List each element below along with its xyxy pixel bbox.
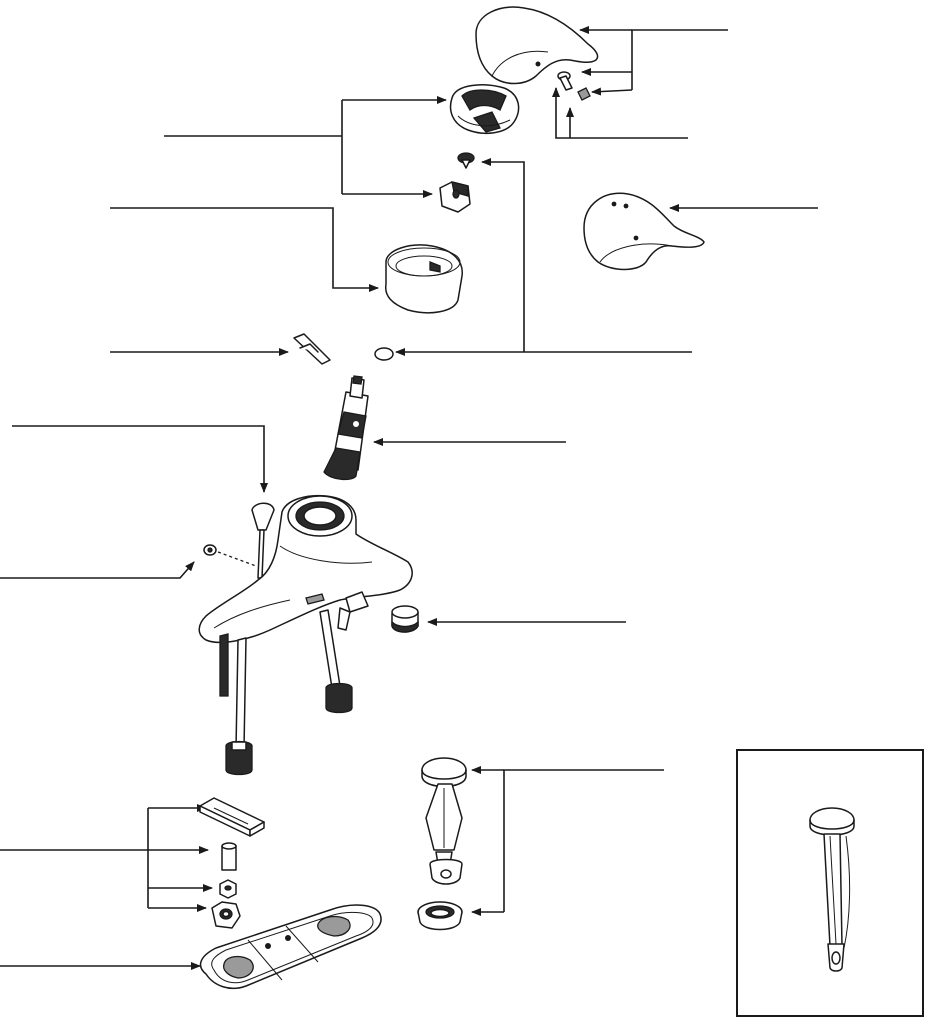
handle-set-screw bbox=[577, 87, 591, 101]
lift-rod-washer bbox=[203, 544, 257, 567]
deck-gasket bbox=[199, 904, 382, 990]
small-nut bbox=[219, 879, 237, 899]
supply-line-right bbox=[319, 609, 353, 714]
o-ring bbox=[374, 347, 394, 361]
leader-screw-long bbox=[481, 158, 525, 352]
cartridge bbox=[323, 375, 369, 481]
inset-box bbox=[736, 749, 924, 1017]
aerator bbox=[391, 605, 419, 633]
cap-ring bbox=[384, 244, 463, 314]
adapter-screw bbox=[457, 152, 475, 169]
spacer bbox=[221, 842, 237, 871]
leader-popup bbox=[503, 769, 664, 912]
supply-line-left bbox=[225, 637, 253, 776]
alternate-lever-handle bbox=[583, 192, 705, 271]
supply-line-left-bolt bbox=[219, 633, 229, 697]
faucet-body bbox=[198, 494, 413, 644]
leader-cap-ring bbox=[110, 207, 379, 292]
handle-screw bbox=[557, 71, 573, 91]
lift-rod bbox=[251, 502, 275, 579]
drain-flange bbox=[417, 901, 463, 931]
adapter-nut bbox=[439, 181, 471, 213]
leader-set-screw bbox=[591, 87, 633, 96]
leader-screw-up bbox=[552, 87, 688, 139]
leader-handle bbox=[631, 29, 728, 90]
mounting-bracket bbox=[199, 797, 265, 837]
lever-handle bbox=[475, 6, 599, 85]
leader-washer bbox=[0, 561, 195, 579]
retaining-clip bbox=[293, 333, 331, 365]
leader-lines bbox=[0, 26, 818, 970]
inset-stopper bbox=[809, 807, 855, 972]
leader-lift-rod bbox=[12, 425, 268, 493]
handle-adapter bbox=[449, 84, 520, 135]
mounting-nut bbox=[211, 901, 241, 929]
pop-up-stopper bbox=[421, 757, 467, 885]
